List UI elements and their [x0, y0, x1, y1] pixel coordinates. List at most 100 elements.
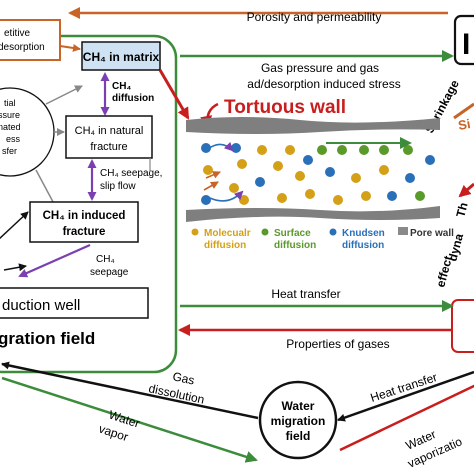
gas-molecule	[403, 145, 413, 155]
molecular-arrow-1	[203, 181, 219, 191]
black-arrow-left-curve	[0, 211, 29, 240]
gas-molecule	[351, 173, 361, 183]
seepage-label-1: CH₄ seepage,	[100, 168, 162, 179]
ch4-natural-label-1: CH₄ in natural	[75, 125, 144, 137]
gas-molecule	[237, 159, 247, 169]
legend-label-line2: diffusion	[342, 240, 384, 251]
pore-legend: MolecualrdiffusionSurfacediffusionKnudse…	[191, 227, 454, 251]
left-label-1: tial	[4, 98, 16, 108]
thermal-label-1: Th	[453, 201, 470, 219]
gas-molecule	[379, 145, 389, 155]
desorption-label: desorption	[0, 42, 45, 53]
gas-molecule	[239, 195, 249, 205]
heat-transfer-bottom-arrow	[337, 370, 474, 422]
knudsen-curve-arrow-2	[209, 190, 244, 202]
gas-molecule	[273, 161, 283, 171]
gas-molecule	[405, 173, 415, 183]
gas-molecule	[203, 165, 213, 175]
right-bottom-box	[451, 299, 474, 353]
ch4-induced-label-2: fracture	[63, 226, 106, 238]
gas-molecule	[317, 145, 327, 155]
ch4-induced-fracture-box	[29, 201, 139, 243]
ch4-matrix-box	[81, 41, 161, 71]
right-top-box-glyph: I	[462, 28, 470, 61]
gas-dissolution-arrow	[1, 361, 259, 420]
diffusion-particles	[201, 143, 435, 205]
gas-molecule	[387, 191, 397, 201]
gas-molecule	[255, 177, 265, 187]
water-field-label-3: field	[286, 429, 311, 443]
gas-pressure-label-2: ad/desorption induced stress	[247, 77, 400, 91]
heat-transfer-top-label: Heat transfer	[271, 287, 340, 301]
competitive-label: etitive	[4, 28, 31, 39]
gas-molecule	[305, 189, 315, 199]
gas-dissolution-label-2: dissolution	[147, 381, 205, 406]
water-field-label-1: Water	[282, 399, 315, 413]
legend-swatch	[261, 228, 269, 236]
gas-molecule	[229, 183, 239, 193]
red-arrow-matrix-to-pore	[158, 69, 190, 120]
ch4-diffusion-label-2: diffusion	[112, 93, 154, 104]
molecular-arrow-2	[205, 171, 221, 179]
gas-molecule	[277, 193, 287, 203]
pore-wall-bottom	[186, 206, 440, 222]
gas-molecule	[303, 155, 313, 165]
gas-molecule	[337, 145, 347, 155]
knudsen-curve-arrow-1	[203, 141, 234, 153]
gray-arrow-matrix	[45, 85, 83, 105]
ch4-induced-label-1: CH₄ in induced	[43, 210, 126, 222]
legend-label-line2: diffusion	[274, 240, 316, 251]
legend-label: Knudsen	[342, 228, 385, 239]
black-arrow-left-low	[3, 263, 27, 272]
water-field-label-2: migration	[271, 414, 326, 428]
gas-molecule	[379, 165, 389, 175]
seepage-label-2: slip flow	[100, 181, 136, 192]
left-label-3: nated	[0, 122, 21, 132]
ch4-seepage-label-2: seepage	[90, 267, 129, 278]
desorption-arrow	[59, 44, 81, 52]
production-well-label: duction well	[2, 297, 80, 314]
legend-label: Pore wall	[410, 228, 454, 239]
gas-molecule	[201, 143, 211, 153]
gas-pressure-label-1: Gas pressure and gas	[261, 61, 379, 75]
pore-wall-top	[186, 117, 440, 134]
ch4-matrix-label: CH₄ in matrix	[83, 50, 160, 64]
competitive-desorption-box	[0, 19, 61, 61]
ch4-seepage-arrow	[18, 243, 91, 278]
thermal-arrow	[458, 182, 474, 198]
water-vaporization-arrow	[339, 376, 474, 452]
left-label-2: ssure	[0, 110, 20, 120]
ch4-natural-label-2: fracture	[90, 141, 127, 153]
ch4-seepage-label-1: CH₄	[96, 254, 115, 265]
legend-label-line2: diffusion	[204, 240, 246, 251]
water-vapor-arrow	[1, 376, 258, 463]
ch4-diffusion-label-1: CH₄	[112, 81, 131, 92]
legend-swatch	[191, 228, 199, 236]
pore-channel	[186, 117, 440, 222]
gas-molecule	[425, 155, 435, 165]
shrinkage-arrow	[453, 102, 474, 120]
left-label-5: sfer	[2, 146, 17, 156]
gas-molecule	[295, 171, 305, 181]
properties-gases-label: Properties of gases	[286, 337, 389, 351]
gas-molecule	[359, 145, 369, 155]
ch4-natural-fracture-box	[65, 115, 153, 159]
water-migration-field-circle	[258, 380, 338, 460]
gas-molecule	[257, 145, 267, 155]
gas-molecule	[361, 191, 371, 201]
legend-label: Surface	[274, 228, 311, 239]
gas-molecule	[231, 143, 241, 153]
gas-migration-field-label: gration field	[0, 329, 95, 348]
porosity-label: Porosity and permeability	[247, 10, 382, 24]
legend-swatch	[329, 228, 337, 236]
gas-molecule	[333, 195, 343, 205]
gas-molecule	[415, 191, 425, 201]
gas-molecule	[285, 145, 295, 155]
gas-molecule	[325, 167, 335, 177]
tortuous-wall-label: Tortuous wall	[224, 97, 346, 118]
legend-label: Molecualr	[204, 228, 251, 239]
right-top-box	[453, 14, 474, 66]
thermal-label-3: effect	[433, 254, 455, 289]
gas-migration-field-box	[0, 34, 178, 374]
